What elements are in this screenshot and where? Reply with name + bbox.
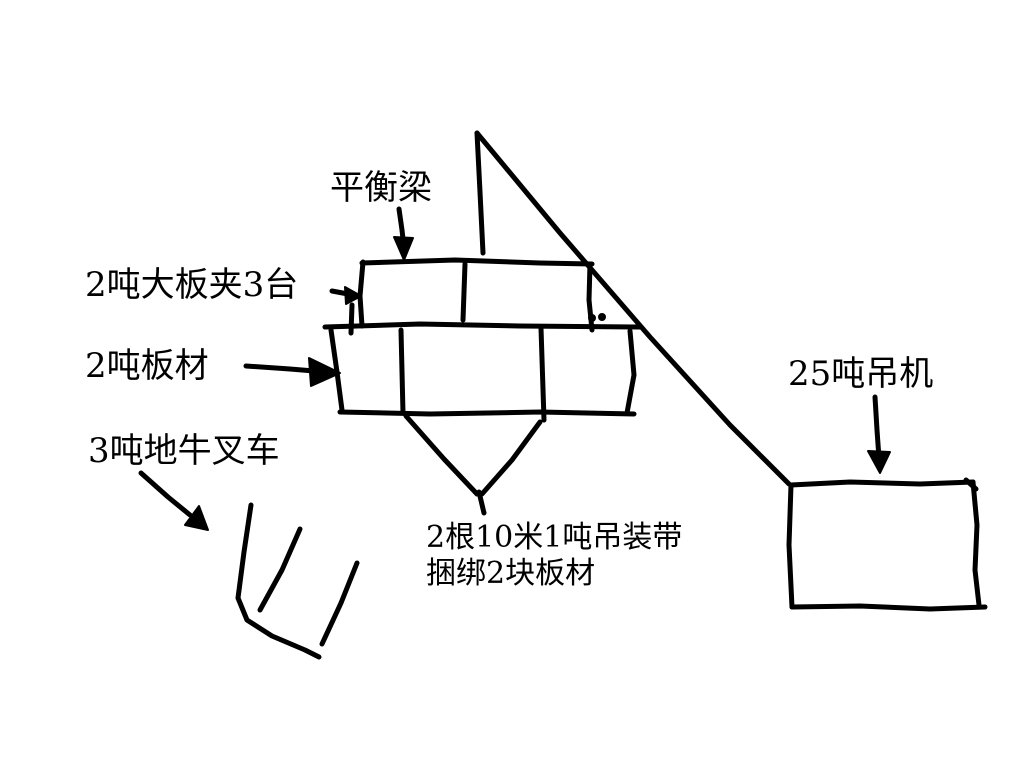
label-pallet-truck: 3吨地牛叉车 — [88, 431, 280, 471]
label-plate-clamps: 2吨大板夹3台 — [85, 265, 299, 305]
label-plates: 2吨板材 — [85, 346, 209, 386]
label-sling-note-line1: 2根10米1吨吊装带 — [426, 520, 683, 555]
sling-v-shape — [403, 413, 543, 516]
label-spreader-beam: 平衡梁 — [330, 168, 432, 208]
label-crane: 25吨吊机 — [788, 354, 934, 394]
arrow-plates — [243, 357, 341, 387]
spreader-beam-shape — [357, 257, 595, 333]
crane-boom-line — [474, 130, 792, 487]
arrow-plate-clamps — [329, 286, 362, 305]
pallet-truck-sketch — [235, 502, 360, 660]
label-sling-note-line2: 捆绑2块板材 — [426, 556, 596, 591]
arrow-spreader-beam — [393, 206, 414, 261]
hoist-line — [474, 130, 486, 256]
crane-body-shape — [786, 477, 988, 612]
arrow-pallet-truck — [138, 470, 209, 531]
arrow-crane — [867, 394, 891, 474]
plate-stack-shape — [322, 321, 644, 423]
